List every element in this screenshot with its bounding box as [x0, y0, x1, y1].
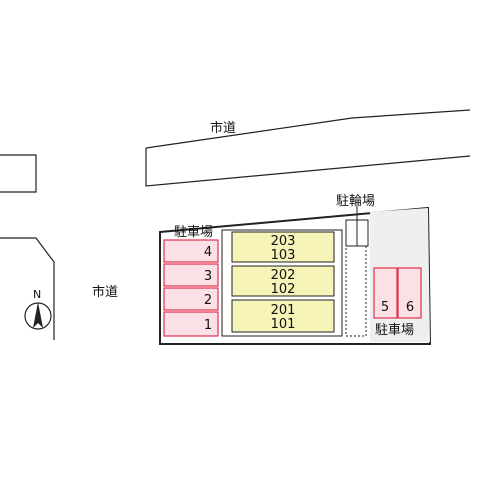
unit-number-upper: 201: [271, 303, 296, 318]
dotted-walkway: [345, 245, 367, 337]
parking-left-group: 4 3 2 1: [163, 239, 219, 337]
parking-space: [163, 287, 219, 311]
left-street-lower: [0, 237, 55, 340]
compass-icon: N: [24, 288, 52, 330]
unit-row-2: 201 101: [231, 299, 335, 333]
unit-row-0: 203 103: [231, 231, 335, 263]
unit-number-lower: 101: [271, 317, 296, 332]
unit-number-lower: 103: [271, 248, 296, 263]
unit-block: [231, 265, 335, 297]
bicycle-parking-label: 駐輪場: [336, 193, 375, 209]
parking-space-number: 6: [406, 300, 414, 315]
parking-space-number: 2: [204, 293, 212, 308]
parking-right-group: 5 6: [373, 267, 422, 319]
parking-left-label: 駐車場: [174, 225, 213, 240]
unit-block: [231, 299, 335, 333]
unit-number-lower: 102: [271, 282, 296, 297]
road-top-outline: [145, 109, 471, 149]
parking-space: [397, 267, 422, 319]
parking-space-number: 1: [204, 318, 212, 333]
parking-space: [163, 311, 219, 337]
parking-space-number: 3: [204, 269, 212, 284]
compass-north-label: N: [33, 288, 41, 301]
unit-block: [231, 231, 335, 263]
unit-number-upper: 202: [271, 268, 296, 283]
parking-space: [163, 263, 219, 287]
parking-right-label: 駐車場: [375, 323, 414, 338]
parking-space: [163, 239, 219, 263]
road-top-label: 市道: [210, 120, 236, 136]
road-top-outline-lower: [145, 148, 471, 187]
parking-space-number: 5: [381, 300, 389, 315]
left-street-upper: [0, 154, 37, 193]
unit-number-upper: 203: [271, 234, 296, 249]
road-left-label: 市道: [92, 284, 118, 300]
unit-row-1: 202 102: [231, 265, 335, 297]
parking-space: [373, 267, 398, 319]
parking-space-number: 4: [204, 245, 212, 260]
